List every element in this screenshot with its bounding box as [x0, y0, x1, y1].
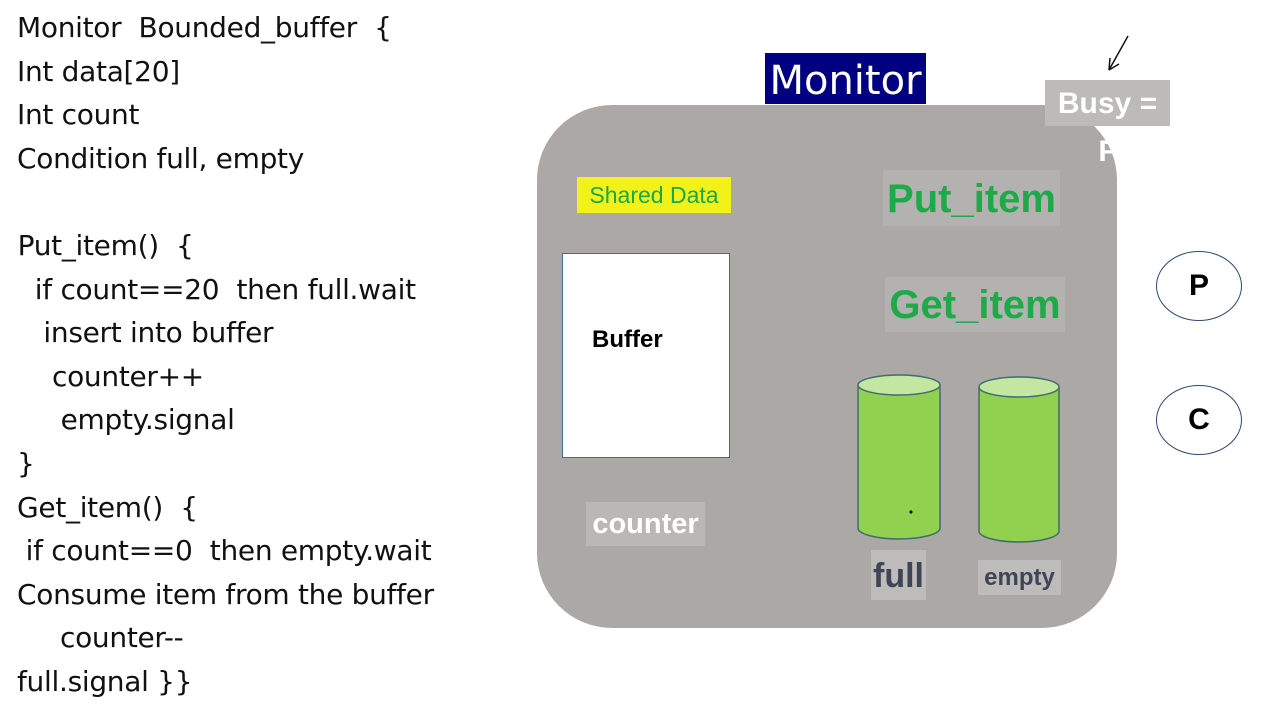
buffer-box: Buffer [562, 253, 730, 458]
code-line: if count==0 then empty.wait [17, 534, 432, 568]
code-line: insert into buffer [9, 316, 274, 350]
producer-node: P [1156, 251, 1242, 321]
arrow-icon [1108, 35, 1129, 71]
code-line: } [17, 446, 35, 480]
code-line: Int data[20] [17, 54, 180, 88]
code-line: full.signal }} [17, 664, 193, 698]
empty-label: empty [978, 560, 1061, 595]
code-line [17, 180, 434, 224]
busy-flag: Busy = F [1045, 80, 1170, 168]
code-line: Condition full, empty [17, 141, 305, 175]
empty-cylinder-icon [978, 376, 1060, 543]
get-item-operation: Get_item [885, 277, 1065, 332]
code-line: Consume item from the buffer [17, 577, 434, 611]
monitor-title: Monitor [765, 53, 926, 104]
code-line: Put_item() { [9, 228, 194, 262]
code-line: if count==20 then full.wait [9, 272, 416, 306]
counter-label: counter [586, 502, 705, 546]
code-line: counter++ [9, 359, 204, 393]
shared-data-label: Shared Data [577, 177, 731, 213]
code-line: Get_item() { [17, 490, 198, 524]
code-listing: Monitor Bounded_buffer { Int data[20] In… [17, 6, 434, 704]
condition-cylinders [857, 374, 1060, 543]
code-line: Monitor Bounded_buffer { [17, 11, 392, 44]
code-line: empty.signal [9, 403, 235, 437]
full-label: full [871, 550, 926, 600]
put-item-operation: Put_item [883, 170, 1060, 226]
consumer-node: C [1156, 385, 1242, 455]
code-line: Int count [17, 98, 140, 132]
full-cylinder-icon [857, 374, 941, 540]
code-line: counter-- [17, 621, 184, 655]
buffer-label: Buffer [592, 326, 663, 353]
